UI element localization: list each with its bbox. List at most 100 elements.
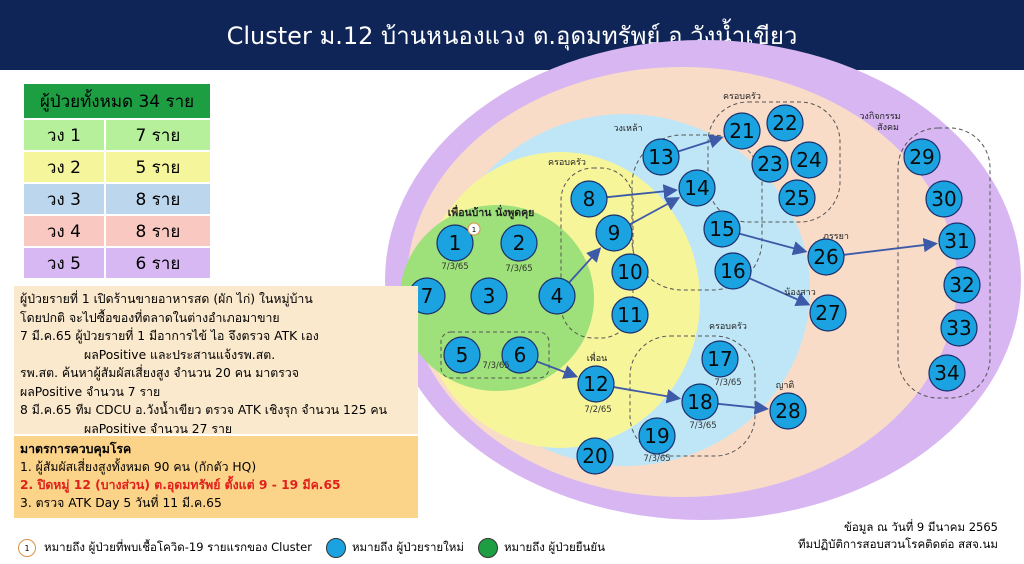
arrow-26-to-31 [843, 237, 938, 256]
case-31-label: 31 [944, 229, 969, 253]
story-line: ผลPositive จำนวน 7 ราย [20, 384, 161, 399]
case-1-label: 1 [449, 231, 462, 255]
measures-title: มาตรการควบคุมโรค [20, 442, 132, 456]
case-22-circle [766, 104, 804, 142]
case-19-circle [638, 417, 676, 455]
group-label-sister: น้องสาว [784, 287, 816, 298]
case-23-label: 23 [757, 152, 782, 176]
case-7-label: 7 [421, 284, 434, 308]
case-14-circle [678, 169, 716, 207]
ring-count: 8 ราย [103, 214, 213, 248]
case-19-label: 19 [644, 424, 669, 448]
story-line: 8 มี.ค.65 ทีม CDCU อ.วังน้ำเขียว ตรวจ AT… [20, 403, 388, 417]
case-30-circle [925, 180, 963, 218]
arrow-15-to-26 [739, 232, 808, 256]
case-4-circle [538, 277, 576, 315]
date-label-case-17: 7/3/65 [714, 378, 741, 388]
date-label-case-12: 7/2/65 [584, 405, 611, 415]
group-label-activity-2: สังคม [877, 123, 899, 133]
confirmed-case-icon [477, 538, 498, 558]
case-21-circle [723, 112, 761, 150]
case-32-label: 32 [949, 273, 974, 297]
case-18-label: 18 [687, 390, 712, 414]
case-34-circle [928, 354, 966, 392]
date-label-case-6: 7/3/65 [482, 361, 509, 371]
arrow-16-to-27 [749, 277, 811, 306]
case-34-label: 34 [934, 361, 959, 385]
case-8-circle [570, 180, 608, 218]
case-29-circle [903, 138, 941, 176]
case-32-circle [943, 266, 981, 304]
story-line: รพ.สต. ค้นหาผู้สัมผัสเสี่ยงสูง จำนวน 20 … [20, 366, 299, 380]
case-20-label: 20 [582, 444, 607, 468]
case-5-label: 5 [456, 343, 469, 367]
arrow-9-to-14 [629, 197, 681, 226]
group-outlines [440, 101, 991, 457]
case-27-circle [809, 294, 847, 332]
case-10-label: 10 [617, 260, 642, 284]
case-11-label: 11 [617, 303, 642, 327]
date-label-case-2: 7/3/65 [505, 264, 532, 274]
outline-activity [897, 127, 991, 399]
story-line: ผลPositive และประสานแจ้งรพ.สต. [84, 347, 276, 362]
first-case-marker-label: 1 [472, 226, 476, 234]
case-33-label: 33 [946, 316, 971, 340]
case-15-label: 15 [709, 217, 734, 241]
outline-drinking [631, 134, 763, 291]
story-line: โดยปกติ จะไปซื้อของที่ตลาดในต่างอำเภอมาข… [20, 310, 280, 325]
new-case-icon [325, 538, 346, 558]
ring-label: วง 4 [22, 214, 106, 248]
date-label-case-1: 7/3/65 [441, 262, 468, 272]
arrow-4-to-9 [568, 247, 602, 284]
outline-family-b [707, 101, 841, 223]
case-5-circle [443, 336, 481, 374]
case-12-circle [577, 365, 615, 403]
header-bar: Cluster ม.12 บ้านหนองแวง ต.อุดมทรัพย์ อ.… [0, 0, 1024, 70]
case-13-circle [642, 138, 680, 176]
case-16-circle [714, 252, 752, 290]
outline-family-a [560, 167, 634, 339]
story-line: ผู้ป่วยรายที่ 1 เปิดร้านขายอาหารสด (ผัก … [20, 292, 313, 306]
first-case-marker-icon: 1 [18, 539, 36, 557]
case-13-label: 13 [648, 145, 673, 169]
ring-label: วง 1 [22, 118, 106, 152]
date-label-case-19: 7/3/65 [643, 454, 670, 464]
measure-item: 3. ตรวจ ATK Day 5 วันที่ 11 มี.ค.65 [20, 496, 222, 510]
case-22-label: 22 [772, 111, 797, 135]
case-25-label: 25 [784, 186, 809, 210]
case-26-circle [807, 238, 845, 276]
legend: 1 หมายถึง ผู้ป่วยที่พบเชื้อโควิด-19 รายแ… [18, 538, 605, 558]
total-cases: ผู้ป่วยทั้งหมด 34 ราย [22, 82, 212, 120]
case-2-circle [500, 224, 538, 262]
ring-label: วง 5 [22, 246, 106, 280]
case-9-label: 9 [608, 221, 621, 245]
outline-5-6 [440, 331, 550, 379]
case-17-circle [701, 340, 739, 378]
case-20-circle [576, 437, 614, 475]
case-8-label: 8 [583, 187, 596, 211]
case-27-label: 27 [815, 301, 840, 325]
ring-label: วง 2 [22, 150, 106, 184]
group-label-neighbors: เพื่อนบ้าน นั่งพูดคุย [448, 204, 535, 220]
arrow-18-to-28 [717, 400, 769, 415]
case-12-label: 12 [583, 372, 608, 396]
group-label-wife: ภรรยา [823, 232, 849, 242]
case-31-circle [938, 222, 976, 260]
ring-count: 5 ราย [103, 150, 213, 184]
ring-count: 8 ราย [103, 182, 213, 216]
story-line: 7 มี.ค.65 ผู้ป่วยรายที่ 1 มีอาการไข้ ไอ … [20, 329, 319, 343]
case-26-label: 26 [813, 245, 838, 269]
group-label-family-b: ครอบครัว [723, 92, 761, 102]
case-10-circle [611, 253, 649, 291]
arrow-13-to-21 [677, 134, 724, 153]
case-6-circle [501, 336, 539, 374]
measure-item: 1. ผู้สัมผัสเสี่ยงสูงทั้งหมด 90 คน (กักต… [20, 460, 257, 474]
group-label-activity-1: วงกิจกรรม [859, 111, 900, 122]
case-3-circle [470, 277, 508, 315]
case-28-label: 28 [775, 399, 800, 423]
source-team: ทีมปฏิบัติการสอบสวนโรคติดต่อ สสจ.นม [798, 537, 998, 551]
arrow-12-to-18 [613, 386, 682, 404]
arrow-8-to-14 [606, 184, 678, 199]
